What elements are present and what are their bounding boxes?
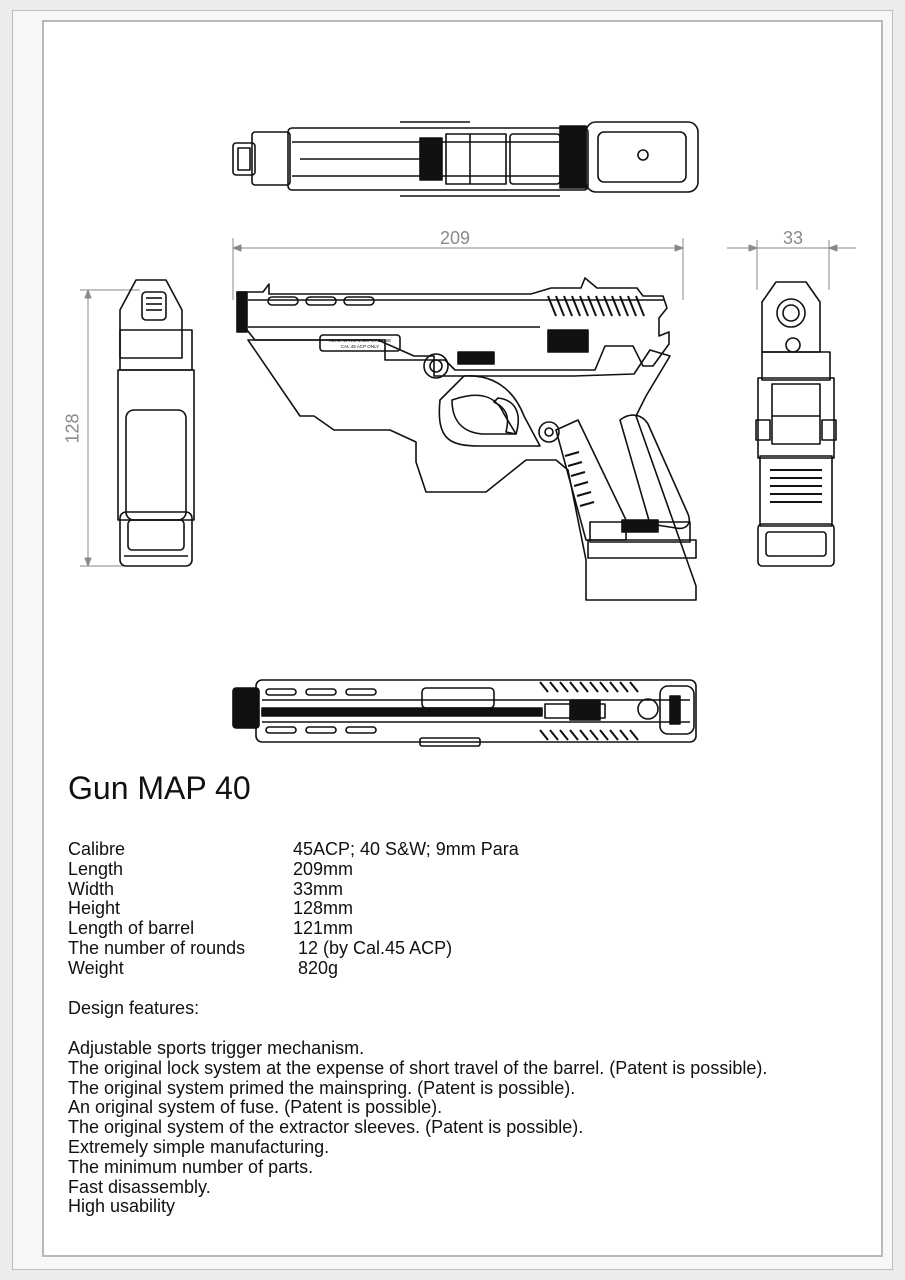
spec-label: Length of barrel <box>68 918 195 939</box>
spec-table: Calibre 45ACP; 40 S&W; 9mm Para Length 209… <box>68 839 519 979</box>
spec-value: 128mm <box>293 898 354 919</box>
spec-row: Height 128mm <box>68 899 519 919</box>
list-item: The original system of the extractor sle… <box>68 1117 584 1138</box>
spec-label: Calibre <box>68 839 126 859</box>
spec-value: 33mm <box>293 878 344 899</box>
spec-label: Length <box>68 858 124 879</box>
engraving-line-2: CAL.45 ACP ONLY <box>341 344 379 349</box>
length-dimension-label: 209 <box>440 228 471 248</box>
dimension-lines <box>80 238 856 567</box>
spec-row: Length of barrel 121mm <box>68 918 519 939</box>
spec-row: The number of rounds 12 (by Cal.45 ACP) <box>68 937 519 959</box>
spec-label: Height <box>68 898 121 919</box>
rear-view <box>117 279 195 567</box>
design-features-heading: Design features: <box>68 998 200 1018</box>
spec-row: Length 209mm <box>68 858 519 880</box>
spec-row: Width 33mm <box>68 878 519 900</box>
list-item: The original lock system at the expense … <box>68 1057 768 1078</box>
list-item: Extremely simple manufacturing. <box>68 1136 330 1157</box>
list-item: High usability <box>68 1196 176 1217</box>
spec-value: 820g <box>293 957 339 978</box>
spec-value: 12 (by Cal.45 ACP) <box>293 937 453 958</box>
spec-value: 209mm <box>293 858 354 879</box>
list-item: The minimum number of parts. <box>68 1156 314 1177</box>
spec-value: 45ACP; 40 S&W; 9mm Para <box>293 839 519 859</box>
width-dimension-label: 33 <box>783 228 804 248</box>
spec-row: Calibre 45ACP; 40 S&W; 9mm Para <box>68 839 519 860</box>
list-item: The original system primed the mainsprin… <box>68 1077 576 1098</box>
height-dimension-label: 128 <box>62 413 83 444</box>
drawing-frame <box>42 20 883 1257</box>
spec-row: Weight 820g <box>68 957 519 979</box>
spec-label: The number of rounds <box>68 937 246 958</box>
bottom-view <box>232 679 697 747</box>
top-view <box>232 121 699 197</box>
engraving-line-1: READ MANUAL BEFORE USE <box>329 338 392 343</box>
spec-label: Weight <box>68 957 124 978</box>
list-item: An original system of fuse. (Patent is p… <box>68 1097 443 1118</box>
spec-value: 121mm <box>293 918 354 939</box>
front-view <box>755 281 837 567</box>
page-title: Gun MAP 40 <box>68 770 251 806</box>
list-item: Adjustable sports trigger mechanism. <box>68 1038 365 1058</box>
side-view: READ MANUAL BEFORE USE CAL.45 ACP ONLY <box>236 277 697 601</box>
list-item: Fast disassembly. <box>68 1176 211 1197</box>
design-features-list: Adjustable sports trigger mechanism. The… <box>68 1038 768 1217</box>
spec-label: Width <box>68 878 115 899</box>
